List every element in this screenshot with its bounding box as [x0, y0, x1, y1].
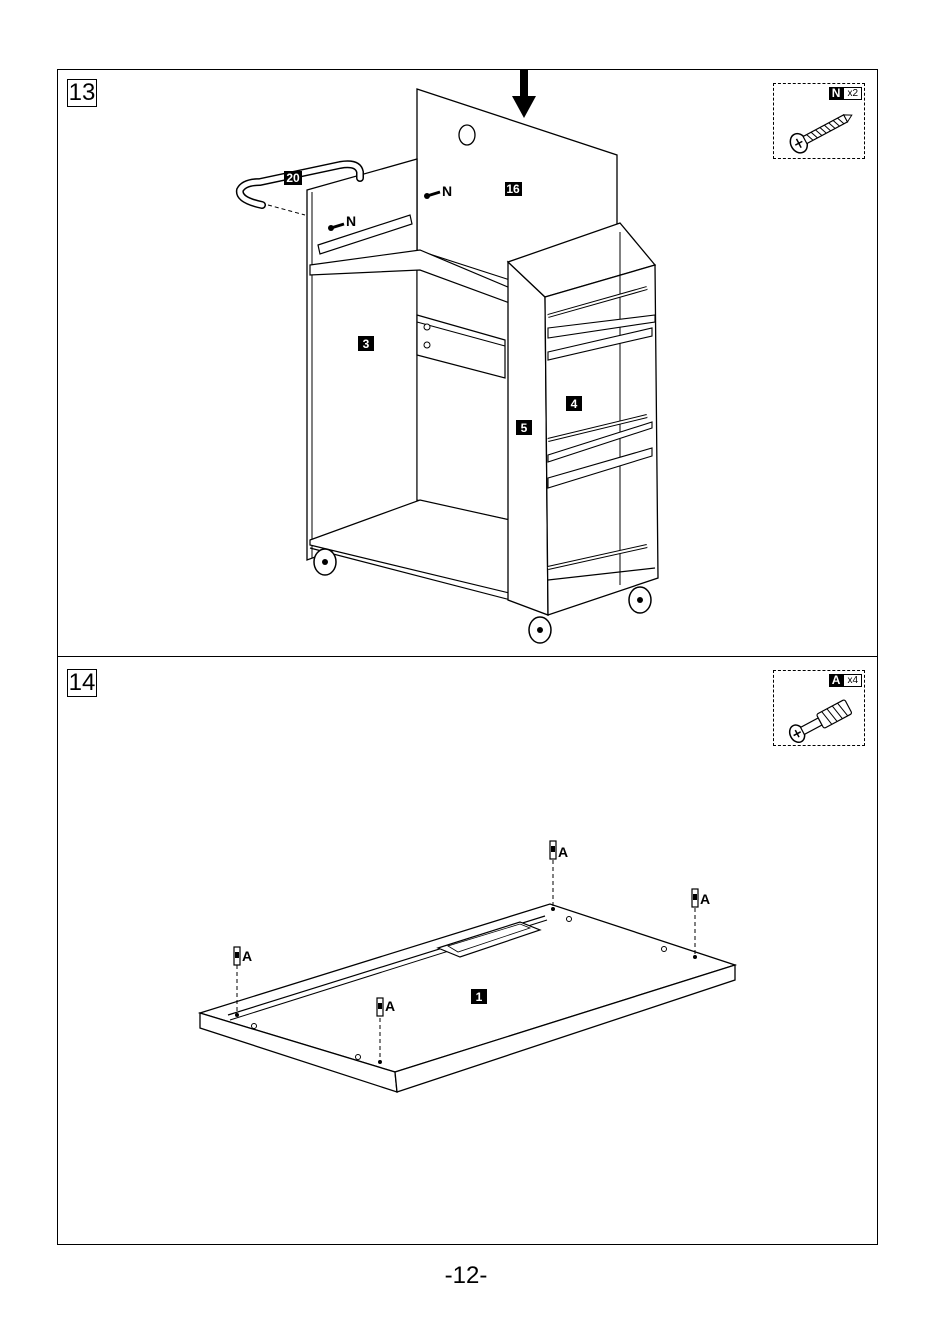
down-arrow-icon: [512, 70, 536, 118]
part-label-1: 1: [476, 990, 483, 1004]
cam-label-4: A: [700, 891, 710, 907]
cable-hole: [459, 125, 475, 145]
front-panel: [508, 262, 548, 615]
cam-label-3: A: [558, 844, 568, 860]
cam-label-2: A: [385, 998, 395, 1014]
step-13-illustration: 20 16 3 4 5 N N: [0, 0, 932, 660]
part-label-3: 3: [363, 337, 370, 351]
page-number: -12-: [0, 1262, 932, 1290]
part-label-20: 20: [286, 171, 300, 185]
cam-bolt: [377, 998, 383, 1016]
caster-wheel: [529, 617, 551, 643]
caster-wheel: [629, 587, 651, 613]
cam-bolt: [234, 947, 240, 965]
cam-bolt: [550, 841, 556, 859]
step-14-illustration: A A A A 1: [0, 660, 932, 1260]
screw-label-n-b: N: [346, 213, 356, 229]
part-label-4: 4: [571, 397, 578, 411]
part-label-5: 5: [521, 421, 528, 435]
cam-bolt: [692, 889, 698, 907]
screw-label-n-a: N: [442, 183, 452, 199]
part-label-16: 16: [506, 182, 520, 196]
caster-wheel: [314, 549, 336, 575]
cam-label-1: A: [242, 948, 252, 964]
